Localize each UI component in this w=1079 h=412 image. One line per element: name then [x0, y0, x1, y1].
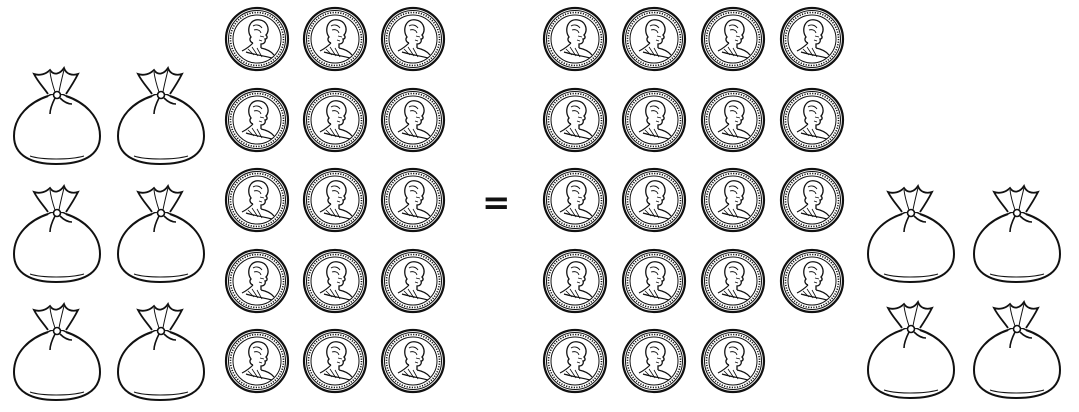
coin-icon [779, 6, 858, 87]
coin-icon [224, 328, 302, 409]
coin-icon [621, 248, 700, 329]
money-bag-icon [862, 176, 968, 292]
coin-icon [224, 167, 302, 248]
money-bag-icon [862, 292, 968, 408]
coin-icon [779, 167, 858, 248]
left-bags-group [8, 58, 216, 412]
coin-icon [542, 248, 621, 329]
coin-icon [621, 167, 700, 248]
coin-icon [700, 6, 779, 87]
coin-icon [779, 87, 858, 168]
coin-icon [621, 6, 700, 87]
coin-icon [380, 87, 458, 168]
coin-icon [302, 6, 380, 87]
money-bag-icon [8, 176, 112, 294]
coin-icon [542, 328, 621, 409]
money-bag-icon [112, 176, 216, 294]
coin-icon [380, 328, 458, 409]
money-bag-icon [112, 58, 216, 176]
coin-icon [621, 87, 700, 168]
coin-icon [700, 328, 779, 409]
equals-sign: = [482, 186, 511, 220]
right-bags-group [862, 176, 1074, 408]
coin-icon [302, 248, 380, 329]
money-bag-icon [8, 294, 112, 412]
coin-icon [380, 6, 458, 87]
coin-icon [380, 167, 458, 248]
coin-icon [380, 248, 458, 329]
coin-icon [224, 87, 302, 168]
money-bag-icon [968, 292, 1074, 408]
coin-icon [542, 6, 621, 87]
coin-icon [542, 167, 621, 248]
equation-puzzle: = [0, 0, 1079, 402]
coin-icon [542, 87, 621, 168]
money-bag-icon [112, 294, 216, 412]
coin-icon [302, 167, 380, 248]
coin-icon [302, 87, 380, 168]
coin-icon [224, 248, 302, 329]
left-coins-group [224, 6, 458, 409]
money-bag-icon [8, 58, 112, 176]
coin-icon [224, 6, 302, 87]
coin-icon [700, 87, 779, 168]
money-bag-icon [968, 176, 1074, 292]
coin-icon [302, 328, 380, 409]
coin-icon [621, 328, 700, 409]
coin-icon [700, 248, 779, 329]
right-coins-group [542, 6, 858, 409]
coin-icon [700, 167, 779, 248]
coin-icon [779, 248, 858, 329]
